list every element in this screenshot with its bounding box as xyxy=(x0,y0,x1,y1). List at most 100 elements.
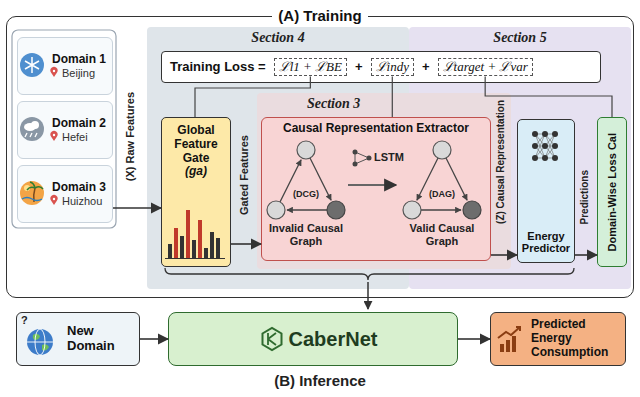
node-title: CaberNet xyxy=(289,328,378,351)
location-pin xyxy=(53,198,55,200)
network-icon xyxy=(542,143,548,149)
flow-arrow xyxy=(231,243,261,245)
cloud-icon xyxy=(25,133,37,137)
network-icon xyxy=(552,143,558,149)
lstm-icon xyxy=(353,150,358,155)
node-title: Section 3 xyxy=(307,96,360,112)
loss-box: Training Loss =ℒl1 + ℒBEℒindyℒtarget + ℒ… xyxy=(161,51,601,83)
arrow-label: Gated Features xyxy=(238,135,251,215)
node-title: Section 5 xyxy=(493,30,546,46)
text-label: Invalid Causal Graph xyxy=(262,222,350,247)
cyclic-graph xyxy=(297,141,315,159)
cyclic-graph xyxy=(267,201,285,219)
model-box: CaberNet xyxy=(168,312,458,366)
node-subtext: (ga) xyxy=(185,165,207,179)
cyclic-graph xyxy=(267,141,345,219)
gate-bars xyxy=(165,210,225,259)
gate-box: Global Feature Gate(ga) xyxy=(161,117,231,267)
location-pin xyxy=(50,67,57,77)
arrow-label: Predictions xyxy=(579,170,591,224)
domain-box: Domain 1Beijing xyxy=(17,37,113,95)
beach-icon xyxy=(22,198,42,201)
text-label: LSTM xyxy=(374,151,404,164)
network-icon xyxy=(532,131,538,137)
network-icon xyxy=(552,155,558,161)
node-subtext: Hefei xyxy=(52,131,88,144)
network-icon xyxy=(535,134,555,158)
trend-icon xyxy=(498,327,520,338)
text-label: (DCG) xyxy=(286,189,326,199)
flow-arrow xyxy=(458,338,490,340)
globe-icon xyxy=(27,342,53,343)
location-pin xyxy=(50,131,57,141)
location-pin xyxy=(53,70,55,72)
gate-bars xyxy=(186,210,190,258)
loss-term: ℒindy xyxy=(371,58,414,77)
node-title: New Domain xyxy=(67,324,139,354)
predictor-box: Energy Predictor xyxy=(517,119,575,263)
domain-box: Domain 3Huizhou xyxy=(17,165,113,223)
beach-icon xyxy=(20,181,44,205)
node-title: Energy Predictor xyxy=(518,230,574,255)
trend-icon xyxy=(498,327,520,352)
beach-icon xyxy=(24,185,30,191)
lstm-icon xyxy=(353,150,372,167)
lstm-icon xyxy=(353,162,358,167)
gate-bars xyxy=(174,228,178,258)
node-title: Global Feature Gate xyxy=(165,124,227,165)
node-title: Section 4 xyxy=(251,30,304,46)
location-pin xyxy=(50,195,57,205)
node-title: Predicted Energy Consumption xyxy=(531,318,625,359)
node-title: ℒindy xyxy=(376,60,409,75)
beach-icon xyxy=(20,181,44,205)
cyclic-graph xyxy=(287,209,327,210)
acyclic-graph xyxy=(403,141,481,219)
beach-icon xyxy=(34,188,35,202)
node-title: Domain-Wise Loss Cal xyxy=(606,133,619,251)
text-label: (DAG) xyxy=(422,189,462,199)
brace xyxy=(165,268,574,309)
flow-arrow xyxy=(491,254,517,256)
lstm-icon xyxy=(355,152,369,164)
acyclic-graph xyxy=(403,201,421,219)
network-icon xyxy=(532,155,538,161)
cloud-icon xyxy=(20,117,44,141)
domain-container xyxy=(12,30,116,228)
loss-link xyxy=(195,76,310,117)
node-title: Domain 1 xyxy=(52,53,106,67)
cloud-icon xyxy=(31,121,39,129)
training-panel: (A) TrainingDomain 1BeijingDomain 2Hefei… xyxy=(6,16,634,298)
transform-arrow xyxy=(348,185,396,186)
network-icon xyxy=(552,131,558,137)
network-icon xyxy=(542,155,548,161)
node-title: Causal Representation Extractor xyxy=(283,122,469,136)
node-title: (A) Training xyxy=(272,7,367,24)
gate-bars xyxy=(210,232,214,258)
loss-link xyxy=(392,76,393,117)
gate-bars xyxy=(198,220,202,258)
gate-bars xyxy=(204,248,208,258)
node-subtext: Beijing xyxy=(52,67,95,80)
arrow-label: (X) Raw Features xyxy=(124,92,137,181)
trend-icon xyxy=(512,336,516,352)
cabernet-logo xyxy=(263,328,282,350)
cloud-icon xyxy=(24,123,36,131)
arrow-label: (Z) Causal Representation xyxy=(495,100,507,224)
globe-icon xyxy=(27,329,53,355)
globe-icon xyxy=(35,329,45,355)
node-title: Domain 3 xyxy=(52,181,106,195)
network-icon xyxy=(542,131,548,137)
gate-bars xyxy=(216,238,220,258)
snow-icon xyxy=(25,57,39,73)
transform-arrow xyxy=(348,184,396,186)
network-icon xyxy=(532,143,538,149)
text-label: (B) Inference xyxy=(0,372,640,389)
input-box: New Domain xyxy=(16,312,140,366)
brace xyxy=(367,282,369,309)
cabernet-logo xyxy=(263,328,282,350)
cabernet-logo xyxy=(268,333,276,345)
loss-term: ℒtarget + ℒvar xyxy=(438,58,533,77)
operator-label: + xyxy=(422,60,430,75)
text-label: Valid Causal Graph xyxy=(398,222,486,247)
